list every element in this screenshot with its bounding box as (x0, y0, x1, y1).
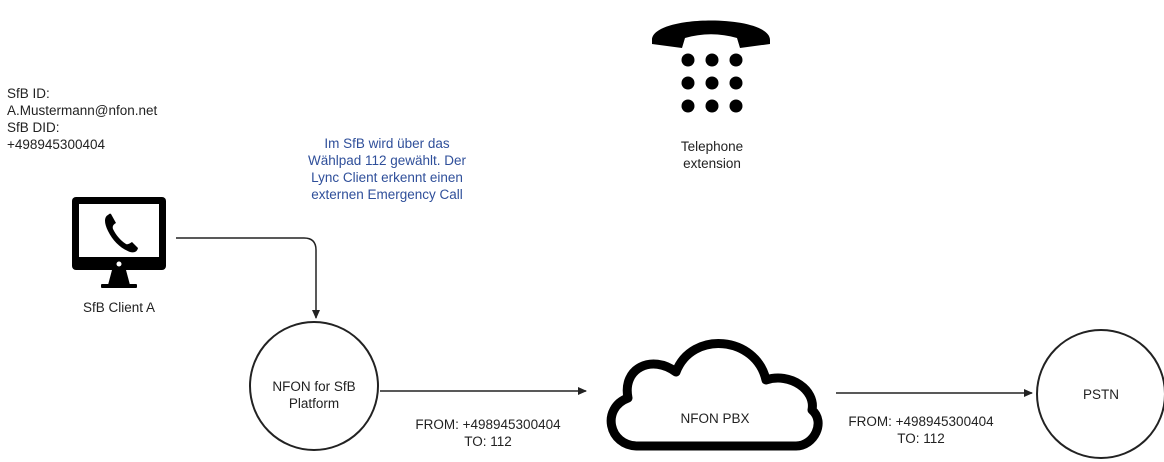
edge-to-label: TO: 112 (464, 434, 512, 449)
edge-from-label: FROM: +498945300404 (415, 417, 561, 432)
monitor-phone-icon (72, 197, 166, 288)
client-label: SfB Client A (82, 300, 156, 315)
sfb-id-value: A.Mustermann@nfon.net (7, 103, 158, 118)
telephone-keypad-icon (652, 20, 770, 113)
telephone-label: Telephone extension (662, 138, 762, 172)
telephone-label-line: extension (683, 156, 741, 171)
platform-label: NFON for SfB Platform (264, 378, 364, 412)
pstn-node (1036, 329, 1164, 459)
note-line: Wählpad 112 gewählt. Der (307, 153, 467, 168)
sfb-did-label: SfB DID: (7, 120, 60, 135)
note-line: externen Emergency Call (311, 187, 463, 202)
cloud-icon (606, 339, 823, 451)
client-info: SfB ID: A.Mustermann@nfon.net SfB DID: +… (7, 85, 157, 153)
sfb-id-label: SfB ID: (7, 86, 50, 101)
edge-label-pbx-pstn: FROM: +498945300404 TO: 112 (826, 413, 1016, 447)
platform-label-line: NFON for SfB (272, 379, 356, 394)
edge-label-platform-pbx: FROM: +498945300404 TO: 112 (393, 416, 583, 450)
connector-client-platform (176, 237, 320, 319)
note-line: Im SfB wird über das (324, 136, 450, 151)
platform-node (249, 321, 379, 451)
telephone-label-line: Telephone (680, 139, 744, 154)
sfb-did-value: +498945300404 (7, 137, 105, 152)
platform-label-line: Platform (288, 396, 340, 411)
pstn-label: PSTN (1082, 387, 1119, 402)
note-line: Lync Client erkennt einen (311, 170, 463, 185)
edge-from-label: FROM: +498945300404 (848, 414, 994, 429)
edge-to-label: TO: 112 (897, 431, 945, 446)
pbx-label: NFON PBX (680, 411, 750, 426)
emergency-note: Im SfB wird über das Wählpad 112 gewählt… (272, 135, 502, 203)
